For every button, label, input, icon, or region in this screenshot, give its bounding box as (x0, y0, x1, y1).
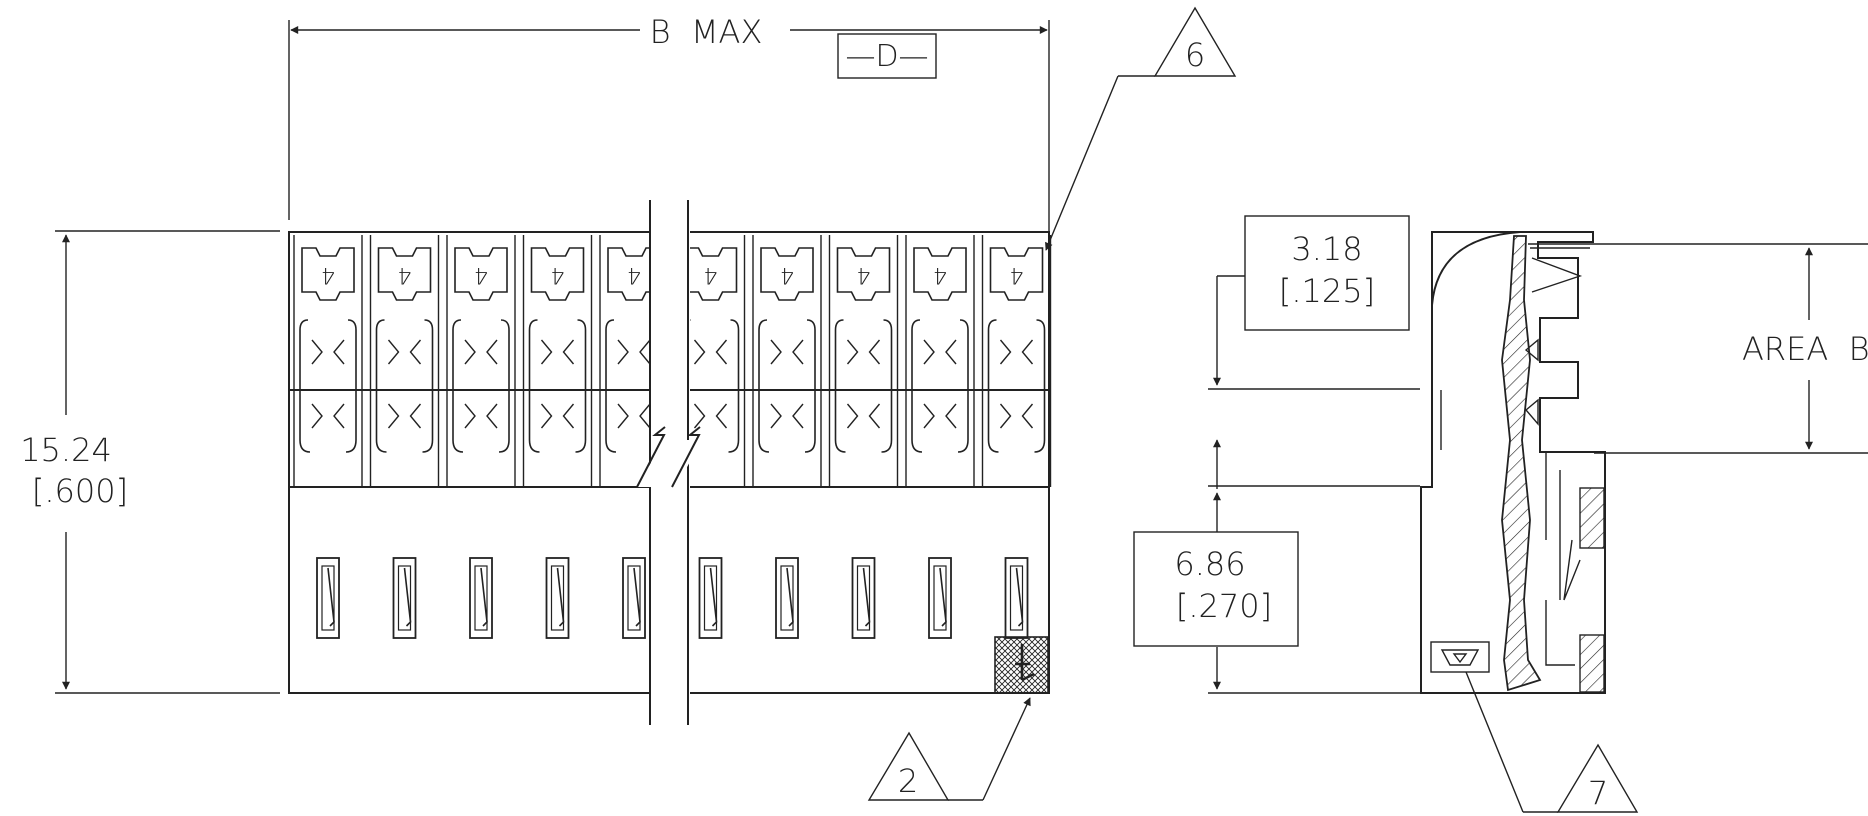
contact-marking: 4 (857, 262, 871, 287)
front-view: 4 4 4 4 4 4 4 4 4 4 (288, 200, 1052, 730)
dim-6-86-mm: 6.86 (1174, 545, 1245, 583)
contact-marking: 4 (780, 262, 794, 287)
b-max-dimension: B MAX (288, 13, 1050, 238)
contact-window (316, 557, 340, 639)
callout-2: 2 (867, 697, 1031, 801)
contact-cavity: 4 (905, 235, 975, 487)
contact-marking: 4 (398, 262, 412, 287)
contact-marking: 4 (627, 262, 641, 287)
side-view (1420, 231, 1606, 694)
height-mm: 15.24 (20, 431, 112, 469)
datum-d-label: —D— (845, 39, 928, 74)
contact-cavity: 4 (752, 235, 822, 487)
contact-window (698, 557, 723, 639)
contact-cavity: 4 (828, 235, 899, 487)
contact-cavity: 4 (369, 235, 440, 487)
callout-6-number: 6 (1185, 36, 1205, 74)
datum-d-box: —D— (837, 33, 937, 79)
height-dimension: 15.24 [.600] (20, 230, 280, 694)
contact-cavity: 4 (446, 235, 516, 487)
contact-marking: 4 (551, 262, 565, 287)
contact-window (1004, 557, 1029, 639)
area-b-label: AREA B (1742, 330, 1868, 368)
contact-window (775, 557, 799, 639)
contact-window (392, 557, 417, 639)
b-max-label: B MAX (650, 13, 763, 51)
height-inch: [.600] (32, 472, 128, 510)
dim-6-86: 6.86 [.270] (1133, 492, 1420, 694)
dim-3-18: 3.18 [.125] (1208, 215, 1420, 489)
callout-6: 6 (1045, 6, 1237, 251)
section-wall (1501, 235, 1542, 692)
dim-3-18-mm: 3.18 (1291, 230, 1362, 268)
dim-6-86-inch: [.270] (1176, 587, 1272, 625)
contact-marking: 4 (474, 262, 488, 287)
contact-window (469, 557, 493, 639)
contact-marking: 4 (1010, 262, 1024, 287)
contact-marking: 4 (933, 262, 947, 287)
callout-7: 7 (1465, 671, 1639, 813)
contact-window (622, 557, 646, 639)
contact-cavity: 4 (522, 235, 593, 487)
callout-2-number: 2 (898, 762, 918, 800)
contact-window (545, 557, 570, 639)
contact-marking: 4 (704, 262, 718, 287)
contact-cavity: 4 (981, 235, 1052, 487)
contact-cavity: 4 (293, 235, 363, 487)
contact-window (928, 557, 952, 639)
dim-3-18-inch: [.125] (1279, 272, 1375, 310)
area-b-dimension: AREA B (1528, 243, 1868, 454)
contact-marking: 4 (321, 262, 335, 287)
callout-7-number: 7 (1588, 774, 1608, 812)
contact-window (851, 557, 876, 639)
